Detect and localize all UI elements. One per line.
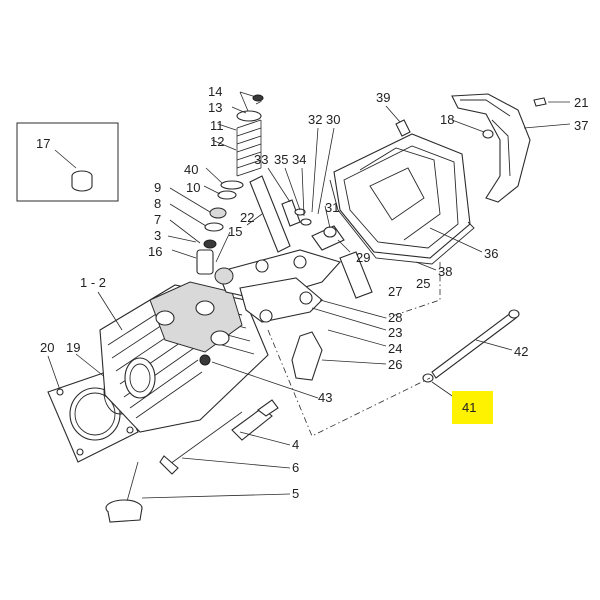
label-30: 30 — [326, 112, 340, 127]
label-18: 18 — [440, 112, 454, 127]
small-studs-33-35-34 — [267, 127, 335, 227]
valve-5 — [105, 461, 291, 523]
label-25: 25 — [416, 276, 430, 291]
valve-spring-stack — [167, 91, 264, 275]
valve-guide-4 — [231, 399, 291, 446]
label-34: 34 — [292, 152, 306, 167]
label-4: 4 — [292, 437, 299, 452]
label-19: 19 — [66, 340, 80, 355]
label-3: 3 — [154, 228, 161, 243]
label-14: 14 — [208, 84, 222, 99]
ring-43 — [211, 361, 319, 399]
assembly-centerlines — [255, 99, 441, 437]
detail-box-17 — [16, 122, 119, 202]
part-labels: 14 13 11 12 40 10 9 8 7 3 16 15 22 33 35… — [36, 84, 588, 501]
label-24: 24 — [388, 341, 402, 356]
rocker-assembly — [214, 205, 387, 347]
label-28: 28 — [388, 310, 402, 325]
label-9: 9 — [154, 180, 161, 195]
label-1-2: 1 - 2 — [80, 275, 106, 290]
screw-21 — [533, 97, 570, 107]
washer-18 — [451, 119, 494, 139]
screw-39 — [385, 105, 411, 137]
label-42: 42 — [514, 344, 528, 359]
label-21: 21 — [574, 95, 588, 110]
label-37: 37 — [574, 118, 588, 133]
stud-42 — [431, 309, 520, 379]
label-17: 17 — [36, 136, 50, 151]
cover-37 — [451, 93, 571, 203]
label-27: 27 — [388, 284, 402, 299]
label-35: 35 — [274, 152, 288, 167]
label-7: 7 — [154, 212, 161, 227]
label-10: 10 — [186, 180, 200, 195]
label-29: 29 — [356, 250, 370, 265]
label-22: 22 — [240, 210, 254, 225]
label-6: 6 — [292, 460, 299, 475]
label-32: 32 — [308, 112, 322, 127]
label-26: 26 — [388, 357, 402, 372]
label-36: 36 — [484, 246, 498, 261]
label-5: 5 — [292, 486, 299, 501]
pushrod-26 — [291, 331, 387, 381]
label-40: 40 — [184, 162, 198, 177]
label-8: 8 — [154, 196, 161, 211]
rocker-shaft-22 — [246, 175, 291, 253]
label-12: 12 — [210, 134, 224, 149]
label-11: 11 — [210, 118, 224, 133]
label-23: 23 — [388, 325, 402, 340]
valve-cover-36 — [329, 133, 483, 271]
label-43: 43 — [318, 390, 332, 405]
label-13: 13 — [208, 100, 222, 115]
label-31: 31 — [325, 200, 339, 215]
highlight-box-41 — [452, 391, 493, 424]
valve-6 — [159, 411, 291, 475]
label-38: 38 — [438, 264, 452, 279]
label-41: 41 — [462, 400, 476, 415]
label-16: 16 — [148, 244, 162, 259]
label-20: 20 — [40, 340, 54, 355]
label-33: 33 — [254, 152, 268, 167]
label-39: 39 — [376, 90, 390, 105]
label-15: 15 — [228, 224, 242, 239]
cylinder-head — [97, 281, 269, 433]
